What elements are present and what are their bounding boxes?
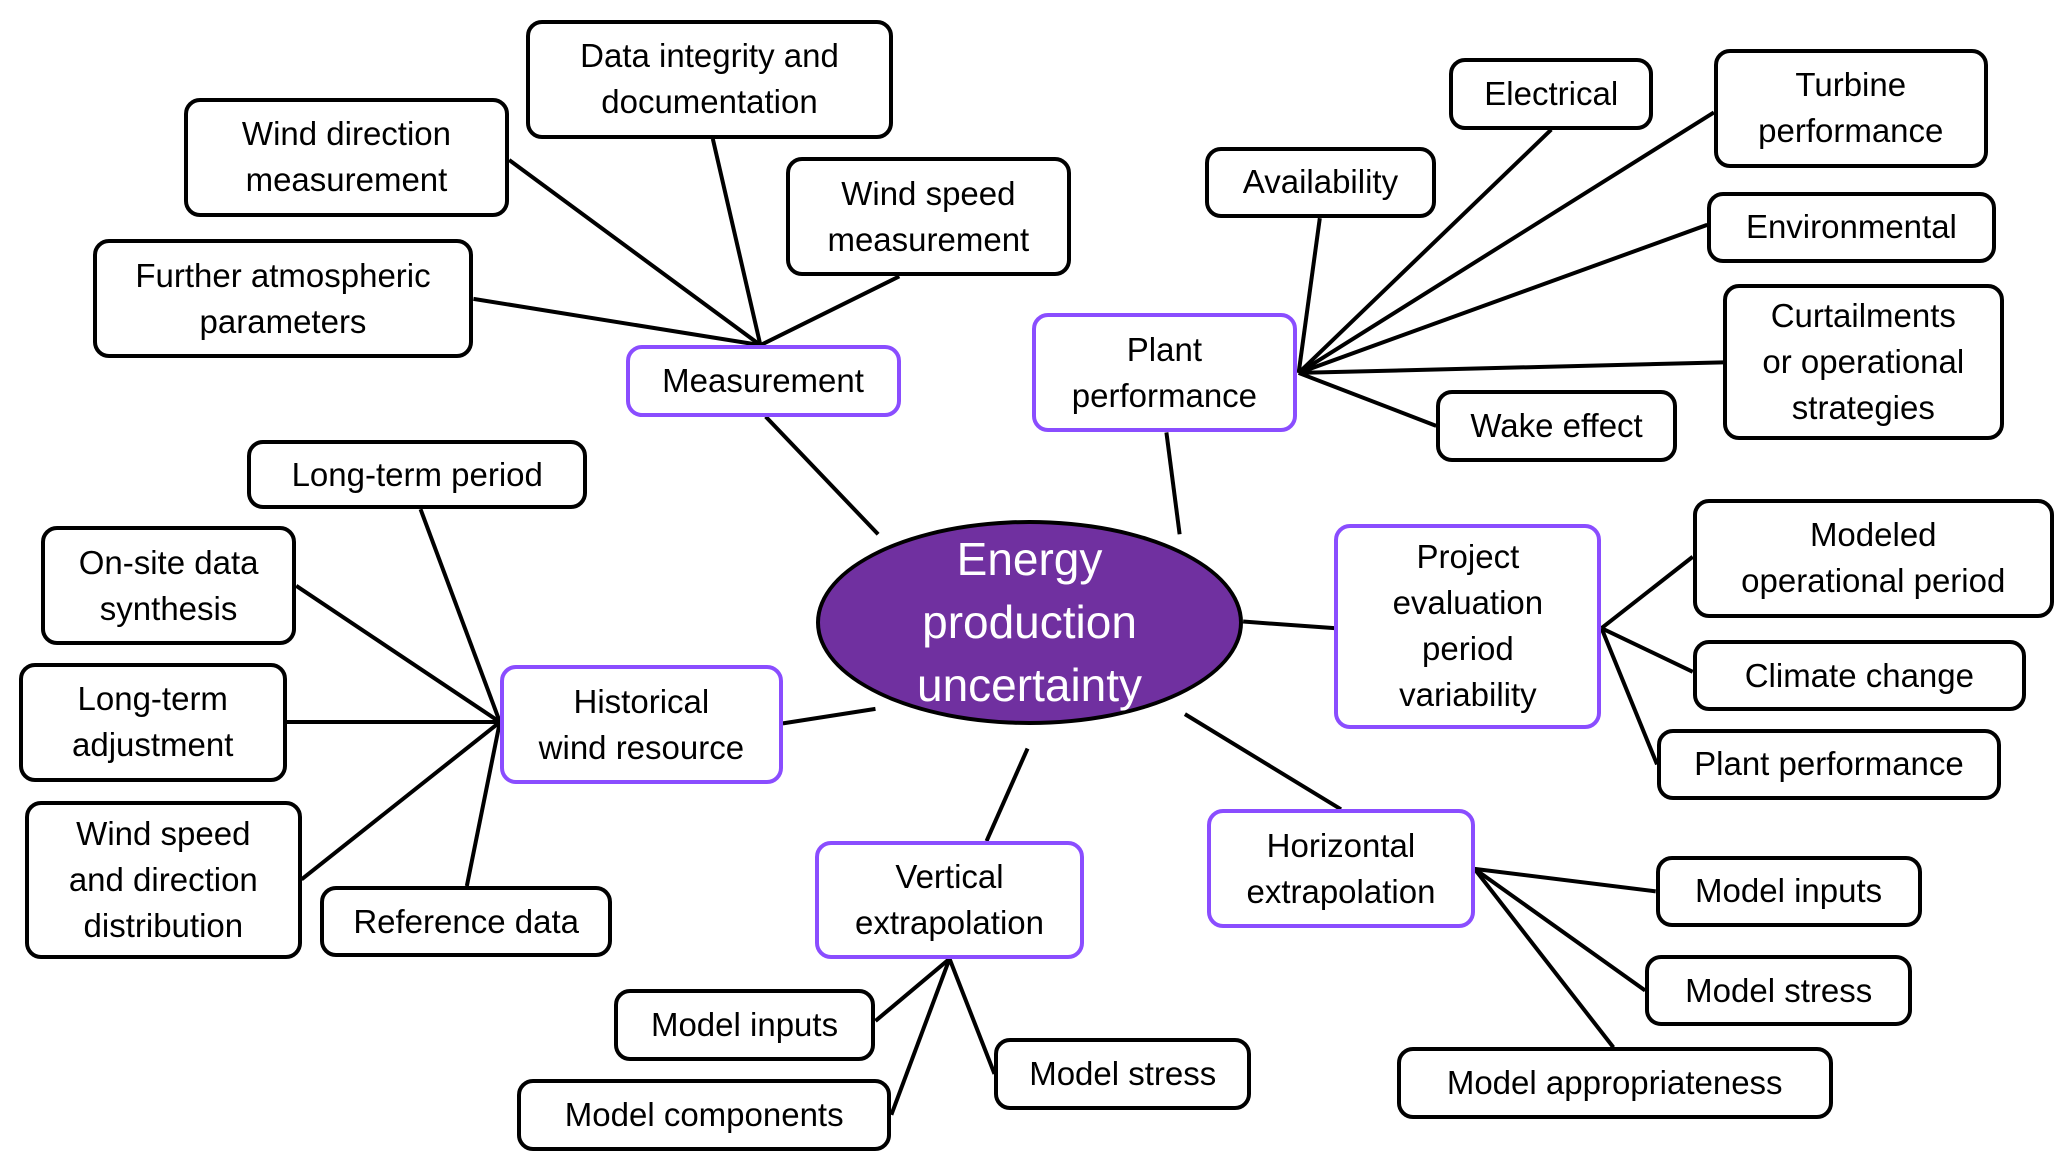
leaf-modeled-operational-period: Modeled operational period xyxy=(1692,498,2054,618)
edge-plant-availability xyxy=(1296,217,1322,374)
edge-root-horizontal xyxy=(1183,712,1343,812)
edge-meas-data-integrity xyxy=(710,138,763,346)
edge-vert-components xyxy=(889,958,952,1116)
branch-measurement: Measurement xyxy=(625,345,901,417)
edge-horz-appropriateness xyxy=(1472,867,1615,1049)
leaf-data-integrity: Data integrity and documentation xyxy=(526,19,893,139)
edge-vert-inputs xyxy=(874,957,951,1023)
edge-root-project xyxy=(1242,619,1335,631)
leaf-plant-performance: Plant performance xyxy=(1657,728,2001,801)
edge-meas-wind-direction xyxy=(507,158,762,347)
edge-proj-modeled xyxy=(1600,555,1694,630)
leaf-turbine-performance: Turbine performance xyxy=(1713,48,1988,168)
edge-vert-stress xyxy=(947,958,997,1075)
edge-plant-environmental xyxy=(1297,222,1708,375)
leaf-horizontal-model-appropriateness: Model appropriateness xyxy=(1396,1047,1833,1119)
branch-horizontal-extrapolation: Horizontal extrapolation xyxy=(1207,809,1475,929)
leaf-reference-data: Reference data xyxy=(320,886,613,958)
leaf-further-atmospheric-parameters: Further atmospheric parameters xyxy=(92,239,474,359)
edge-root-vertical xyxy=(984,747,1030,842)
leaf-long-term-period: Long-term period xyxy=(247,440,588,510)
edge-root-measurement xyxy=(764,415,880,536)
edge-horz-stress xyxy=(1473,867,1647,993)
edge-root-historical xyxy=(782,706,876,726)
leaf-vertical-model-components: Model components xyxy=(517,1079,892,1151)
edge-plant-electrical xyxy=(1297,128,1553,375)
edge-proj-climate xyxy=(1600,626,1694,674)
edge-plant-curtailments xyxy=(1298,360,1724,375)
leaf-vertical-model-stress: Model stress xyxy=(994,1038,1252,1110)
branch-plant-performance: Plant performance xyxy=(1031,313,1298,433)
leaf-availability: Availability xyxy=(1204,146,1437,219)
leaf-horizontal-model-inputs: Model inputs xyxy=(1655,855,1922,928)
leaf-climate-change: Climate change xyxy=(1692,640,2026,712)
leaf-curtailments: Curtailments or operational strategies xyxy=(1723,284,2004,441)
leaf-vertical-model-inputs: Model inputs xyxy=(613,989,876,1061)
leaf-wind-speed-direction-distribution: Wind speed and direction distribution xyxy=(25,801,302,959)
leaf-electrical: Electrical xyxy=(1449,58,1654,130)
leaf-wind-direction-measurement: Wind direction measurement xyxy=(183,97,510,217)
edge-hist-long-term-period xyxy=(418,508,502,723)
leaf-environmental: Environmental xyxy=(1707,191,1996,264)
leaf-wake-effect: Wake effect xyxy=(1436,390,1677,462)
leaf-on-site-data-synthesis: On-site data synthesis xyxy=(40,526,297,646)
edge-proj-plant xyxy=(1599,627,1659,766)
edge-hist-on-site xyxy=(295,584,502,724)
branch-vertical-extrapolation: Vertical extrapolation xyxy=(814,841,1085,959)
root-node-energy-production-uncertainty: Energy production uncertainty xyxy=(815,519,1244,725)
branch-historical-wind-resource: Historical wind resource xyxy=(499,665,783,785)
edge-plant-wake xyxy=(1297,371,1437,428)
edge-meas-wind-speed xyxy=(759,274,901,347)
edge-plant-turbine xyxy=(1297,110,1715,375)
edge-hist-reference xyxy=(464,721,502,887)
branch-project-evaluation-period-variability: Project evaluation period variability xyxy=(1334,523,1602,729)
edge-root-plant xyxy=(1164,432,1182,535)
leaf-horizontal-model-stress: Model stress xyxy=(1645,954,1913,1027)
edge-meas-further-atmospheric xyxy=(473,296,761,348)
edge-hist-wind-distribution xyxy=(300,720,502,882)
edge-horz-inputs xyxy=(1474,866,1656,894)
leaf-wind-speed-measurement: Wind speed measurement xyxy=(785,157,1072,277)
leaf-long-term-adjustment: Long-term adjustment xyxy=(18,662,287,782)
